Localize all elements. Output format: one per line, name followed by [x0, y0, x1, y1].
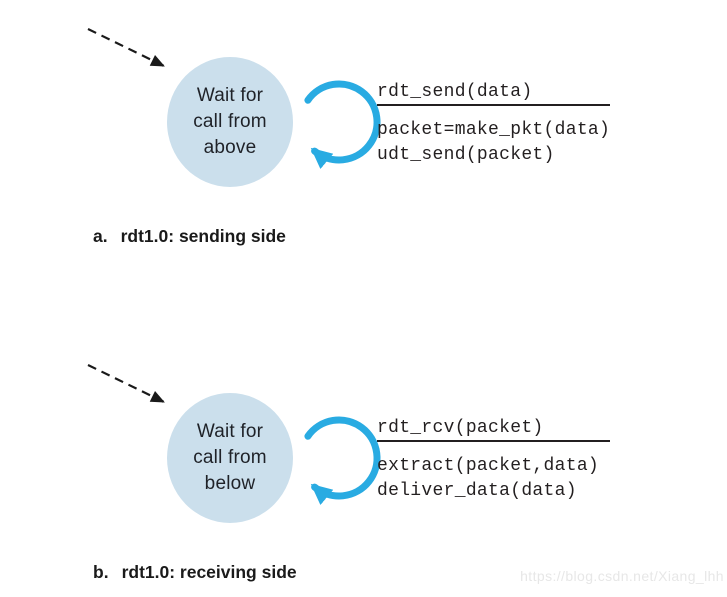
state-label-line: call from	[193, 111, 267, 132]
watermark: https://blog.csdn.net/Xiang_lhh	[520, 568, 724, 584]
transition-actions: packet=make_pkt(data) udt_send(packet)	[377, 118, 610, 168]
self-loop-arrow-icon	[304, 416, 381, 506]
state-label: Wait for call from below	[140, 419, 320, 497]
caption-letter: a.	[93, 226, 108, 246]
caption-text: rdt1.0: receiving side	[121, 562, 297, 582]
fsm-drawing-receiving	[87, 364, 381, 523]
state-label-line: below	[204, 473, 256, 494]
fsm-panel-receiving: Wait for call from below rdt_rcv(packet)…	[0, 336, 727, 597]
caption-letter: b.	[93, 562, 109, 582]
fsm-drawing-sending	[87, 28, 381, 187]
fsm-panel-sending: Wait for call from above rdt_send(data) …	[87, 28, 610, 247]
state-circle	[167, 57, 293, 187]
transition-label: rdt_send(data) packet=make_pkt(data) udt…	[377, 80, 610, 168]
transition-action: extract(packet,data)	[377, 456, 600, 476]
state-label-line: above	[203, 137, 257, 158]
transition-action: packet=make_pkt(data)	[377, 120, 611, 140]
state-label: Wait for call from above	[140, 83, 320, 161]
state-label-line: call from	[193, 447, 267, 468]
state-circle	[167, 393, 293, 523]
state-label-line: Wait for	[196, 85, 264, 106]
caption-sending: a. rdt1.0: sending side	[93, 226, 286, 247]
transition-action: deliver_data(data)	[377, 481, 577, 501]
transition-actions: extract(packet,data) deliver_data(data)	[377, 454, 610, 504]
caption-text: rdt1.0: sending side	[120, 226, 286, 246]
initial-state-arrow-icon	[87, 364, 165, 403]
transition-action: udt_send(packet)	[377, 145, 555, 165]
transition-event: rdt_send(data)	[377, 80, 610, 106]
initial-state-arrow-icon	[87, 28, 165, 67]
state-label-line: Wait for	[196, 421, 264, 442]
transition-event: rdt_rcv(packet)	[377, 416, 610, 442]
transition-label: rdt_rcv(packet) extract(packet,data) del…	[377, 416, 610, 504]
self-loop-arrow-icon	[304, 80, 381, 170]
caption-receiving: b. rdt1.0: receiving side	[93, 562, 297, 583]
